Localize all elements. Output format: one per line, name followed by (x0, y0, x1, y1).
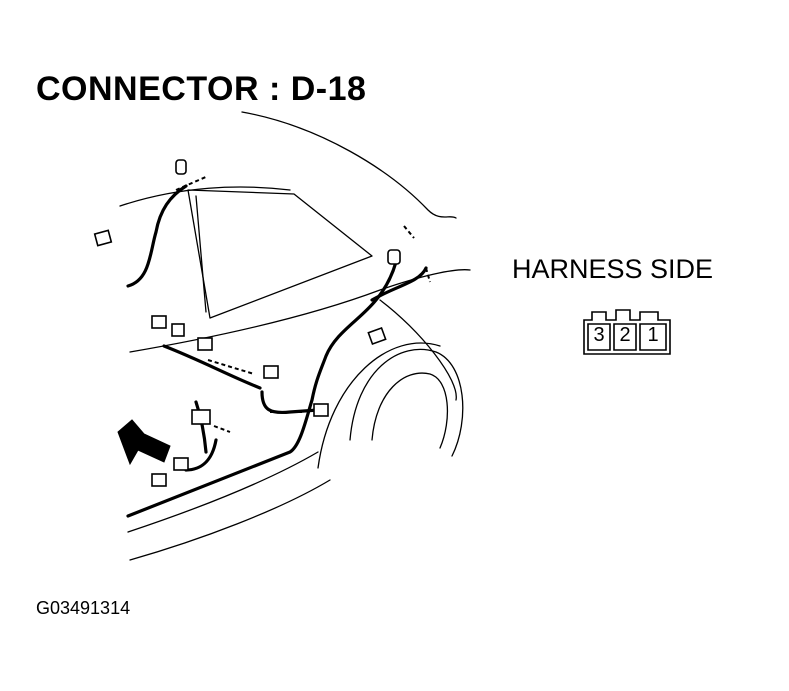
harness-side-label: HARNESS SIDE (512, 254, 714, 284)
window-inner-line (195, 195, 207, 313)
dashed-conn (213, 425, 231, 433)
arrow-pointing-to-connector-icon (117, 419, 171, 466)
dashed-upper (175, 175, 209, 191)
dashed-right (425, 267, 431, 283)
branch-upper-right (370, 266, 428, 302)
branch-rear (260, 390, 320, 415)
connector-pin: 1 (647, 324, 659, 346)
connector-d18 (173, 457, 189, 471)
main-harness (126, 260, 398, 518)
connector-pillar-2 (171, 323, 185, 337)
connector-rear-upper (367, 326, 387, 346)
connector-outline (583, 309, 671, 355)
rear-window-frame (187, 189, 373, 319)
connector-face-diagram: 3 2 1 (580, 306, 672, 358)
connector-mid-1 (197, 337, 213, 351)
dashed-mid (207, 359, 255, 375)
connector-top-small (175, 159, 187, 175)
wheel-arch (317, 342, 441, 469)
branch-connector (184, 438, 218, 472)
connector-sill (151, 473, 167, 487)
lower-branch (162, 344, 262, 390)
tire-outer (349, 348, 464, 457)
diagram-title: CONNECTOR : D-18 (36, 70, 367, 108)
lower-body-line (129, 479, 331, 561)
door-line (129, 269, 471, 353)
connector-door (191, 409, 211, 425)
connector-pillar-1 (151, 315, 167, 329)
connector-mid-2 (263, 365, 279, 379)
connector-pin: 2 (619, 324, 631, 346)
sill-line (127, 451, 319, 533)
connector-pin: 3 (593, 324, 605, 346)
connector-top-right (387, 249, 401, 265)
dashed-rear (403, 225, 415, 239)
figure-code: G03491314 (36, 598, 131, 618)
roof-outline (241, 111, 457, 219)
connector-rear-low (313, 403, 329, 417)
rear-quarter-line (379, 299, 457, 401)
upper-body-line (119, 186, 291, 207)
upper-harness (126, 184, 188, 288)
connector-upper-left (93, 229, 113, 247)
tire-inner (371, 372, 449, 449)
